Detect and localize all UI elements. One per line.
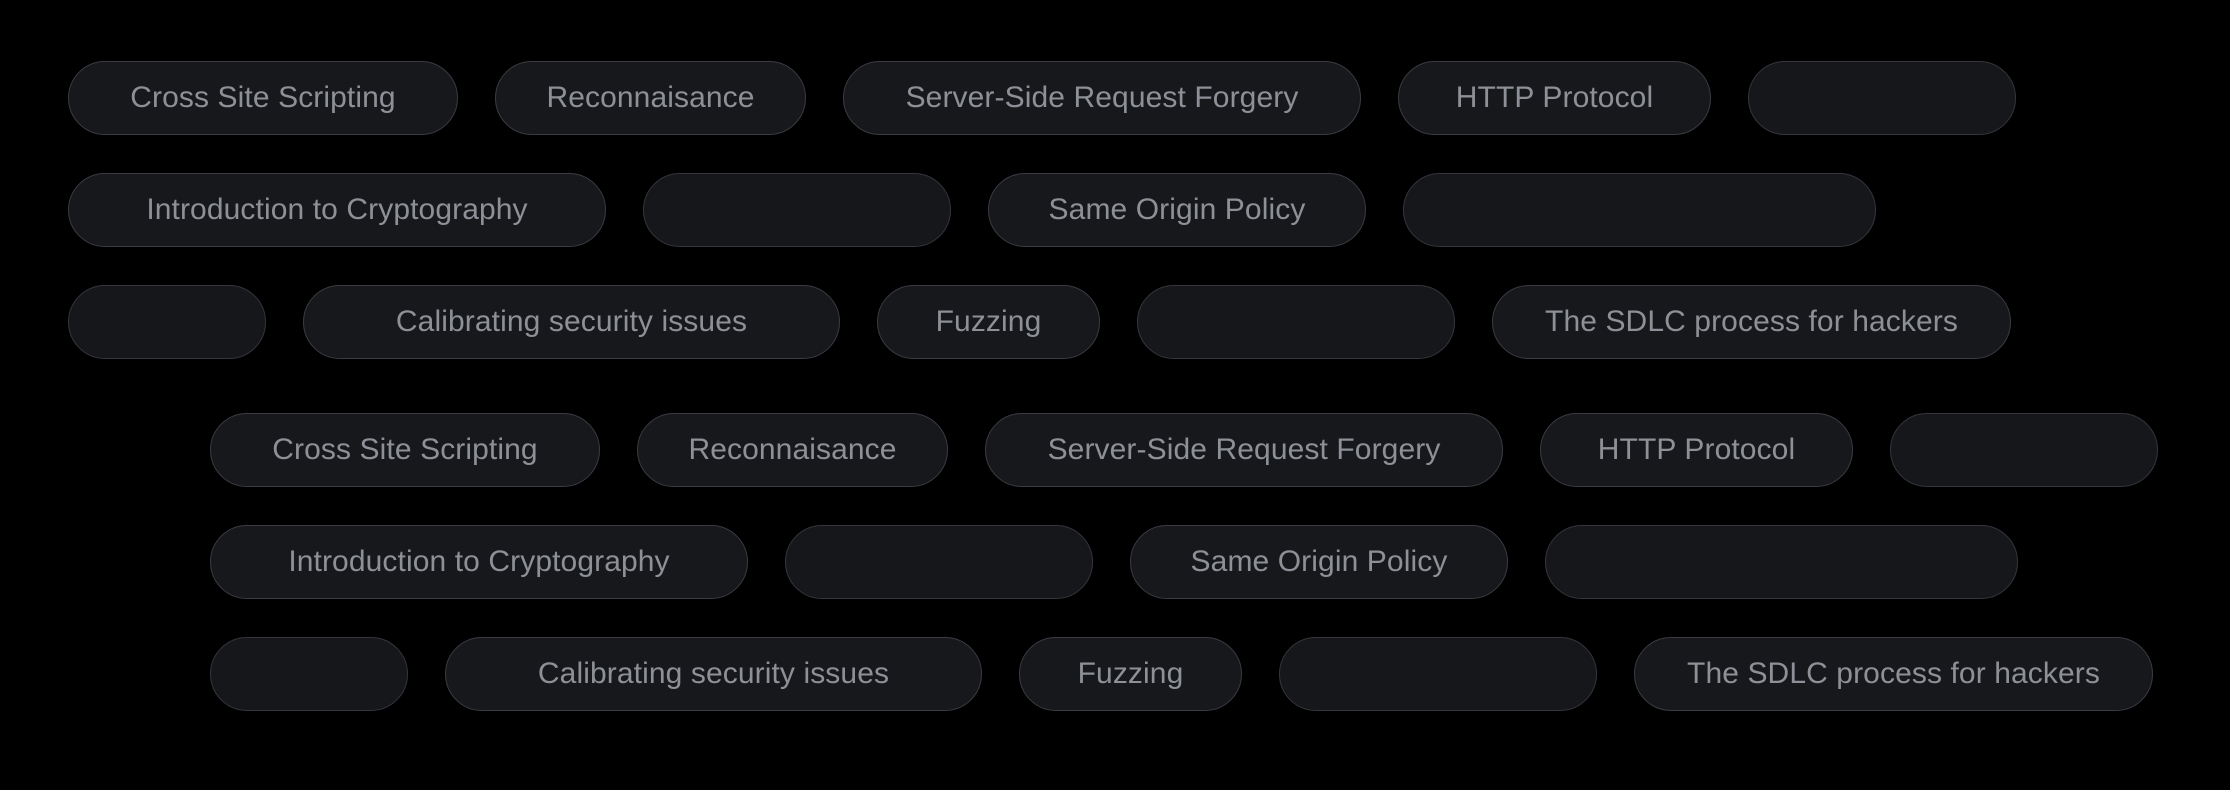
chip-topic[interactable]: Cross Site Scripting (68, 61, 458, 135)
chip-placeholder[interactable] (785, 525, 1093, 599)
chip-placeholder[interactable] (68, 285, 266, 359)
chip-label: HTTP Protocol (1455, 81, 1654, 114)
chip-topic[interactable]: Same Origin Policy (988, 173, 1366, 247)
chip-row-5: Introduction to Cryptography Same Origin … (210, 525, 2158, 599)
chip-label: Calibrating security issues (537, 657, 890, 690)
chip-label: The SDLC process for hackers (1687, 657, 2100, 690)
chip-topic[interactable]: The SDLC process for hackers (1634, 637, 2153, 711)
chip-placeholder[interactable] (643, 173, 951, 247)
chip-row-1: Cross Site Scripting Reconnaisance Server-… (68, 61, 2016, 135)
chip-topic[interactable]: Introduction to Cryptography (210, 525, 748, 599)
chip-label: Fuzzing (1077, 657, 1184, 690)
chip-topic[interactable]: HTTP Protocol (1398, 61, 1711, 135)
chip-label: The SDLC process for hackers (1545, 305, 1958, 338)
chip-label: Same Origin Policy (1190, 545, 1448, 578)
chip-topic[interactable]: Calibrating security issues (445, 637, 982, 711)
chip-label: Same Origin Policy (1048, 193, 1306, 226)
chip-row-4: Cross Site Scripting Reconnaisance Server-… (210, 413, 2158, 487)
chip-placeholder[interactable] (1403, 173, 1876, 247)
chip-placeholder[interactable] (1545, 525, 2018, 599)
chip-topic[interactable]: Reconnaisance (495, 61, 806, 135)
chip-label: Introduction to Cryptography (288, 545, 670, 578)
chip-placeholder[interactable] (210, 637, 408, 711)
chip-label: Reconnaisance (546, 81, 755, 114)
chip-topic[interactable]: Server-Side Request Forgery (843, 61, 1361, 135)
chip-topic[interactable]: HTTP Protocol (1540, 413, 1853, 487)
chip-topic[interactable]: Cross Site Scripting (210, 413, 600, 487)
chip-label: Reconnaisance (688, 433, 897, 466)
chip-group-primary: Cross Site Scripting Reconnaisance Server-… (68, 61, 2016, 359)
chip-topic[interactable]: Introduction to Cryptography (68, 173, 606, 247)
chip-label: Server-Side Request Forgery (1047, 433, 1441, 466)
chip-placeholder[interactable] (1279, 637, 1597, 711)
chip-topic[interactable]: The SDLC process for hackers (1492, 285, 2011, 359)
chip-row-3: Calibrating security issues Fuzzing The SD… (68, 285, 2016, 359)
chip-label: Cross Site Scripting (130, 81, 396, 114)
chip-topic[interactable]: Reconnaisance (637, 413, 948, 487)
chip-placeholder[interactable] (1137, 285, 1455, 359)
chip-label: Calibrating security issues (395, 305, 748, 338)
chip-group-secondary: Cross Site Scripting Reconnaisance Server-… (210, 413, 2158, 711)
chip-topic[interactable]: Calibrating security issues (303, 285, 840, 359)
chip-label: Cross Site Scripting (272, 433, 538, 466)
chip-label: HTTP Protocol (1597, 433, 1796, 466)
chip-topic[interactable]: Same Origin Policy (1130, 525, 1508, 599)
chip-label: Introduction to Cryptography (146, 193, 528, 226)
chip-topic[interactable]: Fuzzing (877, 285, 1100, 359)
chip-label: Fuzzing (935, 305, 1042, 338)
chip-row-2: Introduction to Cryptography Same Origin … (68, 173, 2016, 247)
chip-topic[interactable]: Server-Side Request Forgery (985, 413, 1503, 487)
chip-row-6: Calibrating security issues Fuzzing The SD… (210, 637, 2158, 711)
chip-placeholder[interactable] (1748, 61, 2016, 135)
chip-label: Server-Side Request Forgery (905, 81, 1299, 114)
chip-topic[interactable]: Fuzzing (1019, 637, 1242, 711)
chip-placeholder[interactable] (1890, 413, 2158, 487)
